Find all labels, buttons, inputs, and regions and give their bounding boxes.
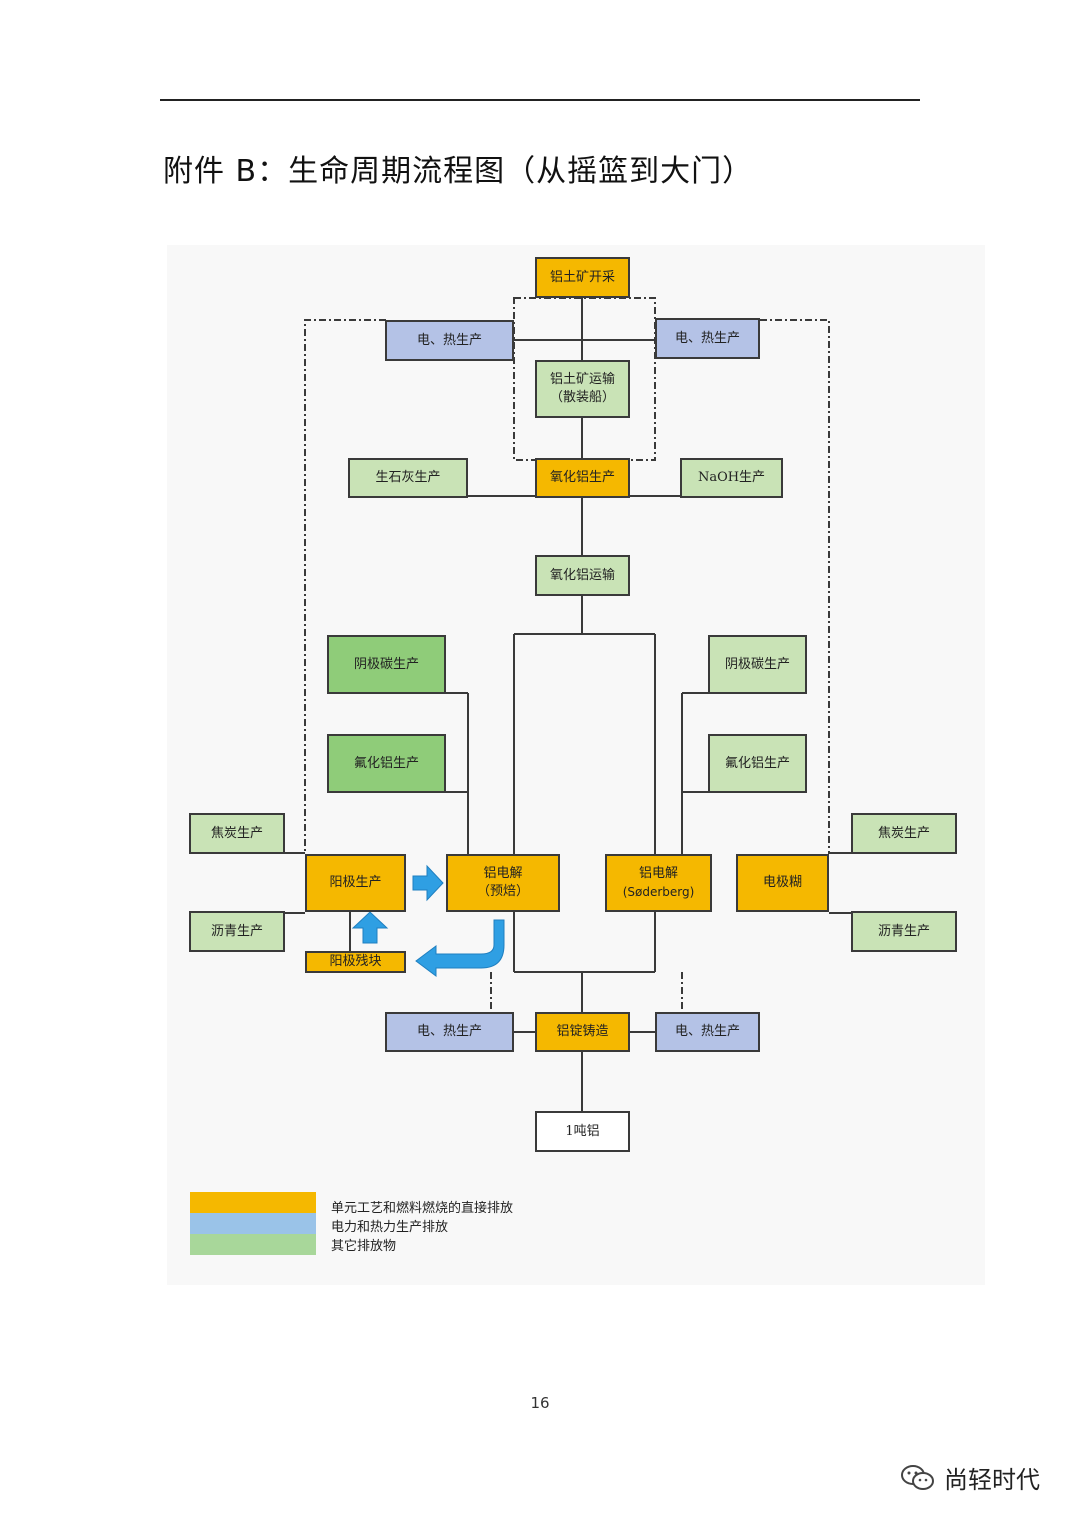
bauxite-transport-sublabel: （散装船） [549, 390, 615, 405]
power-heat-label: 电、热生产 [416, 332, 482, 348]
alumina-transport-label: 氧化铝运输 [549, 567, 615, 583]
arrow-butts-to-anode [351, 911, 389, 944]
cathode-carbon-right-box: 阴极碳生产 [708, 635, 807, 694]
electrolysis-soderberg-box: 铝电解 (Søderberg) [605, 854, 712, 912]
casting-label: 铝锭铸造 [556, 1024, 609, 1039]
coke-label: 焦炭生产 [877, 825, 930, 841]
quicklime-box: 生石灰生产 [348, 458, 468, 498]
coke-left-box: 焦炭生产 [189, 813, 285, 854]
header-rule [160, 99, 920, 101]
cathode-carbon-left-box: 阴极碳生产 [327, 635, 446, 694]
naoh-label: NaOH生产 [697, 470, 766, 485]
bauxite-mining-box: 铝土矿开采 [535, 257, 630, 298]
alf3-left-box: 氟化铝生产 [327, 734, 446, 793]
alumina-label: 氧化铝生产 [549, 470, 615, 485]
naoh-box: NaOH生产 [680, 458, 783, 498]
electrode-paste-label: 电极糊 [762, 875, 802, 890]
power-supply-left [304, 319, 386, 854]
electrolysis-prebake-label: 铝电解 [483, 866, 523, 881]
legend-swatch-power [190, 1213, 316, 1234]
anode-butts-box: 阳极残块 [305, 951, 406, 973]
power-heat-bottom-left-box: 电、热生产 [385, 1012, 514, 1052]
cathode-carbon-label: 阴极碳生产 [353, 656, 419, 672]
casting-box: 铝锭铸造 [535, 1012, 630, 1052]
legend-label-other: 其它排放物 [331, 1239, 397, 1254]
watermark-text: 尚轻时代 [944, 1466, 1040, 1494]
bauxite-mining-label: 铝土矿开采 [549, 269, 615, 285]
coke-right-box: 焦炭生产 [851, 813, 957, 854]
output-box: 1吨铝 [535, 1111, 630, 1152]
page-number: 16 [530, 1394, 550, 1412]
quicklime-label: 生石灰生产 [375, 470, 441, 485]
wechat-icon [901, 1464, 934, 1490]
pitch-label: 沥青生产 [210, 923, 263, 939]
alf3-right-box: 氟化铝生产 [708, 734, 807, 793]
anode-butts-label: 阳极残块 [329, 954, 382, 969]
power-heat-label: 电、热生产 [416, 1024, 482, 1039]
alf3-label: 氟化铝生产 [353, 755, 419, 771]
alf3-label: 氟化铝生产 [724, 755, 790, 771]
coke-label: 焦炭生产 [210, 825, 263, 841]
electrolysis-soderberg-label: 铝电解 [638, 866, 678, 881]
anode-label: 阳极生产 [329, 875, 382, 890]
power-heat-label: 电、热生产 [674, 1024, 740, 1039]
power-heat-label: 电、热生产 [674, 330, 740, 346]
electrode-paste-box: 电极糊 [736, 854, 829, 912]
legend-swatch-other [190, 1234, 316, 1255]
cathode-carbon-label: 阴极碳生产 [724, 656, 790, 672]
arrow-anode-to-electrolysis [412, 864, 444, 902]
power-supply-right [760, 319, 830, 854]
electrolysis-soderberg-sublabel: (Søderberg) [622, 885, 695, 899]
transport-boundary [513, 297, 656, 461]
anode-box: 阳极生产 [305, 854, 406, 912]
alumina-transport-box: 氧化铝运输 [535, 555, 630, 596]
power-heat-top-left-box: 电、热生产 [385, 320, 514, 361]
pitch-right-box: 沥青生产 [851, 911, 957, 952]
legend-label-power: 电力和热力生产排放 [331, 1220, 449, 1235]
electrolysis-prebake-box: 铝电解 （预焙） [446, 854, 560, 912]
pitch-left-box: 沥青生产 [189, 911, 285, 952]
electrolysis-prebake-sublabel: （预焙） [476, 884, 529, 899]
alumina-box: 氧化铝生产 [535, 458, 630, 498]
arrow-electrolysis-to-butts [415, 919, 505, 977]
legend-label-direct: 单元工艺和燃料燃烧的直接排放 [331, 1201, 514, 1216]
bauxite-transport-label: 铝土矿运输 [549, 372, 615, 387]
power-heat-bottom-right-box: 电、热生产 [655, 1012, 760, 1052]
watermark: 尚轻时代 [900, 1460, 1040, 1495]
power-heat-top-right-box: 电、热生产 [655, 318, 760, 359]
output-label: 1吨铝 [565, 1123, 600, 1139]
page-title: 附件 B：生命周期流程图（从摇篮到大门） [163, 154, 754, 189]
pitch-label: 沥青生产 [877, 923, 930, 939]
bauxite-transport-box: 铝土矿运输 （散装船） [535, 360, 630, 418]
legend-swatch-direct [190, 1192, 316, 1213]
